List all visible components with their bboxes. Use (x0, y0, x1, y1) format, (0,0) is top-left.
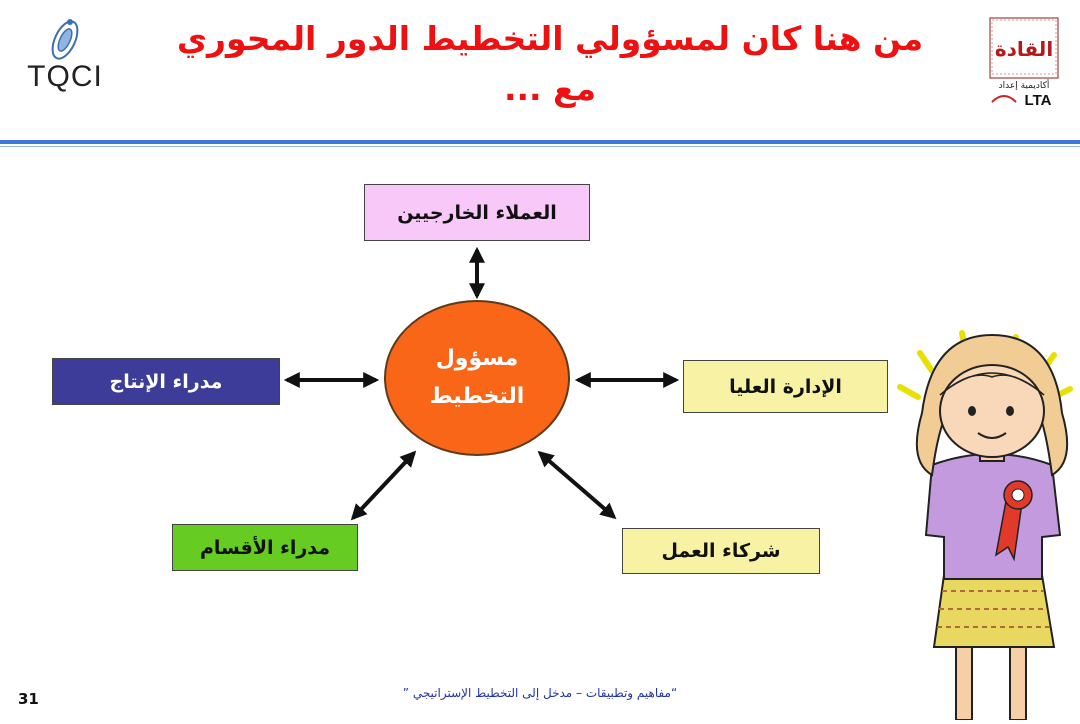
tqci-logo-text: TQCI (27, 60, 103, 93)
title-divider (0, 140, 1080, 144)
academy-abbr-text: LTA (1025, 92, 1052, 109)
slide-title: من هنا كان لمسؤولي التخطيط الدور المحوري… (140, 14, 960, 114)
arrow-center-bottom-right (537, 450, 617, 520)
node-external-customers: العملاء الخارجيين (364, 184, 590, 241)
arrow-center-bottom-left (350, 450, 417, 521)
leaders-academy-logo-graphic: القادة أكاديمية إعداد LTA (989, 17, 1059, 109)
node-department-managers: مدراء الأقسام (172, 524, 358, 571)
footer-caption: “مفاهيم وتطبيقات – مدخل إلى التخطيط الإس… (402, 686, 678, 700)
node-top-management: الإدارة العليا (683, 360, 888, 413)
center-node-line-2: التخطيط (429, 384, 525, 409)
center-node-line-1: مسؤول (435, 346, 519, 371)
node-business-partners: شركاء العمل (622, 528, 820, 574)
node-production-managers: مدراء الإنتاج (52, 358, 280, 405)
center-node-planning-officer: مسؤول التخطيط (384, 300, 570, 456)
slide-title-line-1: من هنا كان لمسؤولي التخطيط الدور المحوري (176, 19, 924, 58)
academy-sub-text: أكاديمية إعداد (999, 79, 1050, 91)
tqci-logo: TQCI (10, 12, 120, 102)
girl-illustration-graphic (897, 330, 1073, 721)
girl-illustration (892, 325, 1080, 721)
academy-main-text: القادة (995, 37, 1053, 61)
tqci-logo-graphic: TQCI (27, 19, 103, 93)
slide-title-line-2: مع ... (503, 69, 597, 108)
page-number: 31 (18, 690, 39, 708)
title-divider-thin (0, 146, 1080, 147)
leaders-academy-logo: القادة أكاديمية إعداد LTA (978, 10, 1070, 110)
